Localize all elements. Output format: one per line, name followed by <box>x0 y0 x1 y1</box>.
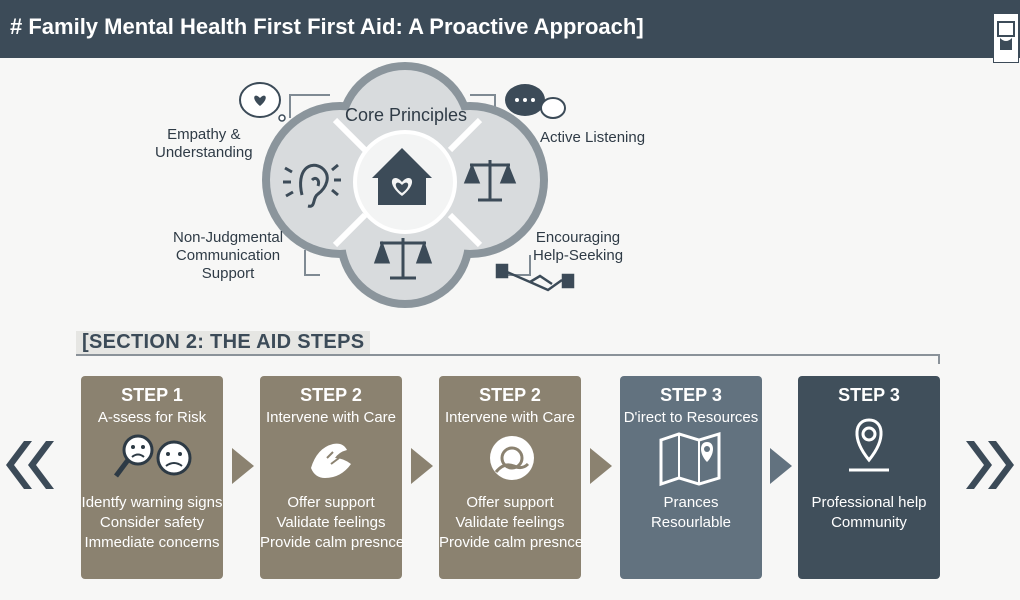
step-details: Identfy warning signs Consider safety Im… <box>81 494 223 551</box>
label-non-judgmental: Non-Judgmental Communication Support <box>173 229 284 282</box>
handshake-icon <box>495 263 575 292</box>
hand-heart-icon <box>460 428 560 488</box>
ear-icon <box>283 163 341 208</box>
scales-icon-bottom <box>373 238 433 280</box>
step-number: STEP 1 <box>121 385 183 405</box>
step-number: STEP 3 <box>660 385 722 405</box>
step-card-5: STEP 3 Professional help Community <box>798 376 940 579</box>
flow-arrow-3 <box>590 448 612 484</box>
page-title: # Family Mental Health First First Aid: … <box>10 14 644 39</box>
chevron-right-icon[interactable] <box>960 437 1020 493</box>
section-title: [SECTION 2: THE AID STEPS <box>76 331 371 354</box>
step-card-1: STEP 1 A-ssess for Risk Identfy warning … <box>81 376 223 579</box>
hand-book-icon <box>993 13 1019 63</box>
step-title: Intervene with Care <box>444 409 576 426</box>
step-title: A-ssess for Risk <box>97 409 207 426</box>
header-bar: # Family Mental Health First First Aid: … <box>0 0 1020 63</box>
center-label: Core Principles <box>345 105 468 125</box>
step-details: Professional help Community <box>811 494 927 531</box>
step-details: Prances Resourlable <box>650 494 732 531</box>
label-active-listening: Active Listening <box>540 129 646 146</box>
step-details: Offer support Validate feelings Provide … <box>260 494 405 551</box>
step-number: STEP 3 <box>838 385 900 405</box>
label-help-seeking: Encouraging Help-Seeking <box>533 229 624 264</box>
chat-bubbles-icon <box>505 84 566 119</box>
step-card-3: STEP 2 Intervene with Care Offer support… <box>439 376 584 579</box>
heart-bubble-icon <box>239 82 286 122</box>
house-heart-icon <box>372 148 432 205</box>
flow-arrow-4 <box>770 448 792 484</box>
core-principles-diagram: Core Principles Empathy & Understanding … <box>0 60 1020 330</box>
step-number: STEP 2 <box>300 385 362 405</box>
location-pin-icon <box>819 416 919 476</box>
step-card-4: STEP 3 D'irect to Resources Prances Reso… <box>620 376 762 579</box>
scales-icon <box>463 160 517 202</box>
label-empathy: Empathy & Understanding <box>155 126 253 161</box>
section-divider <box>76 354 940 356</box>
step-card-2: STEP 2 Intervene with Care Offer support… <box>260 376 405 579</box>
map-pin-icon <box>641 428 741 488</box>
flow-arrow-1 <box>232 448 254 484</box>
magnifier-sad-face-icon <box>102 428 202 488</box>
step-title: Intervene with Care <box>265 409 397 426</box>
step-number: STEP 2 <box>479 385 541 405</box>
step-title: D'irect to Resources <box>623 409 759 426</box>
chevron-left-icon[interactable] <box>0 437 60 493</box>
flow-arrow-2 <box>411 448 433 484</box>
helping-hands-icon <box>281 428 381 488</box>
section-divider-end <box>938 354 940 364</box>
step-details: Offer support Validate feelings Provide … <box>439 494 584 551</box>
